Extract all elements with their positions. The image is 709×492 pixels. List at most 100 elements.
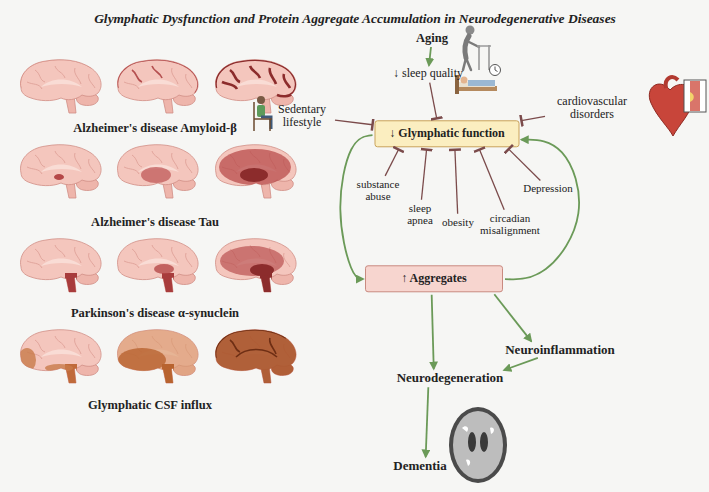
brain-illustration xyxy=(118,60,199,113)
tau-region xyxy=(54,174,64,180)
plaque xyxy=(690,92,694,102)
brain-base xyxy=(118,145,199,198)
brain-illustration xyxy=(21,145,102,198)
node-text: Neurodegeneration xyxy=(397,371,504,386)
node-text: Dementia xyxy=(393,459,446,474)
brain-illustration xyxy=(118,239,199,293)
risk-factor: sleep apnea xyxy=(403,202,437,227)
node-text: ↓ Glymphatic function xyxy=(380,127,515,140)
person-limbs xyxy=(463,41,479,70)
person-head xyxy=(257,96,265,104)
tau-region xyxy=(219,149,291,185)
amyloid-deposit xyxy=(118,60,199,93)
tau-region xyxy=(141,167,171,183)
outcome-label: Neuroinflammation xyxy=(505,343,615,358)
clock-hands xyxy=(495,67,498,72)
brain-base xyxy=(216,239,297,292)
inhibition-line xyxy=(521,116,545,120)
brain-base xyxy=(118,239,199,292)
synuclein-region xyxy=(220,246,284,276)
inhibition-line xyxy=(385,150,398,176)
flow-arrow xyxy=(432,295,434,369)
artery-wall xyxy=(690,81,700,111)
heart-icon xyxy=(649,77,706,136)
synuclein-region xyxy=(250,264,274,276)
chair xyxy=(254,102,272,131)
ventricle xyxy=(468,432,476,452)
csf-region xyxy=(112,328,202,384)
brain-illustration xyxy=(18,330,101,384)
elderly-person-icon xyxy=(463,26,491,71)
tau-region xyxy=(240,168,268,182)
brain-illustration xyxy=(118,145,199,198)
node-text: Aging xyxy=(416,31,448,45)
outcome-label: Dementia xyxy=(393,459,446,474)
synuclein-region xyxy=(162,273,174,293)
synuclein-region xyxy=(154,264,174,274)
outcome-label: Neurodegeneration xyxy=(397,371,504,386)
sitting-person-icon xyxy=(254,96,272,131)
amyloid-deposit xyxy=(21,60,91,88)
row-label: Alzheimer's disease Tau xyxy=(91,215,219,230)
flow-arrow xyxy=(505,140,579,280)
node-text: ↓ sleep quality xyxy=(393,67,463,80)
ventricle xyxy=(480,432,488,452)
risk-factor: Sedentary lifestyle xyxy=(271,103,333,130)
inhibition-line xyxy=(335,120,373,125)
inhibition-line xyxy=(479,150,504,210)
node-text: sleep apnea xyxy=(403,202,437,227)
node-text: Sedentary lifestyle xyxy=(271,103,333,130)
risk-factor: substance abuse xyxy=(352,178,404,203)
brain-illustration xyxy=(210,328,300,384)
csf-region xyxy=(18,348,36,372)
node-text: circadian misalignment xyxy=(476,212,544,237)
synuclein-region xyxy=(65,273,77,293)
node-text: Neuroinflammation xyxy=(505,343,615,358)
aorta xyxy=(666,77,678,88)
flow-arrow xyxy=(504,358,538,370)
brain-illustration xyxy=(216,145,297,198)
risk-factor: Depression xyxy=(523,182,573,194)
risk-factor: Aging xyxy=(416,31,448,45)
mri-brain-icon xyxy=(449,407,507,483)
brain-illustration xyxy=(21,239,102,293)
risk-factor: cardiovascular disorders xyxy=(547,95,637,122)
flow-arrow xyxy=(426,387,429,456)
synuclein-region xyxy=(260,273,272,293)
row-label: Glymphatic CSF influx xyxy=(88,398,212,413)
brain-illustration xyxy=(216,239,297,293)
node-text: substance abuse xyxy=(352,178,404,203)
flow-arrow xyxy=(340,135,372,279)
brain-base xyxy=(118,60,199,113)
brain-base xyxy=(21,239,102,292)
row-label: Alzheimer's disease Amyloid-β xyxy=(73,121,237,136)
person-torso xyxy=(257,105,265,117)
brain-base xyxy=(216,145,297,198)
csf-region xyxy=(162,364,174,384)
inhibition-line xyxy=(421,150,426,200)
node-text: ↑ Aggregates xyxy=(370,272,498,285)
flow-arrow xyxy=(429,47,431,65)
clock xyxy=(490,65,501,76)
brain-illustration xyxy=(112,328,202,384)
brain-tissue xyxy=(453,411,503,479)
blanket xyxy=(468,80,495,86)
inhibition-line xyxy=(509,149,541,180)
csf-region xyxy=(118,348,166,372)
csf-region xyxy=(210,328,300,384)
person-head xyxy=(466,26,475,35)
flow-arrow xyxy=(494,294,531,341)
node-text: obesity xyxy=(442,216,474,228)
process-box: ↑ Aggregates xyxy=(365,265,503,292)
risk-factor: obesity xyxy=(442,216,474,228)
diagram-title: Glymphatic Dysfunction and Protein Aggre… xyxy=(94,11,616,27)
inhibition-line xyxy=(455,150,458,214)
brain-illustration xyxy=(21,60,102,113)
white-matter-lesion xyxy=(462,426,494,466)
process-box: ↓ Glymphatic function xyxy=(375,120,520,147)
person-body xyxy=(465,36,469,58)
skull xyxy=(449,407,507,483)
